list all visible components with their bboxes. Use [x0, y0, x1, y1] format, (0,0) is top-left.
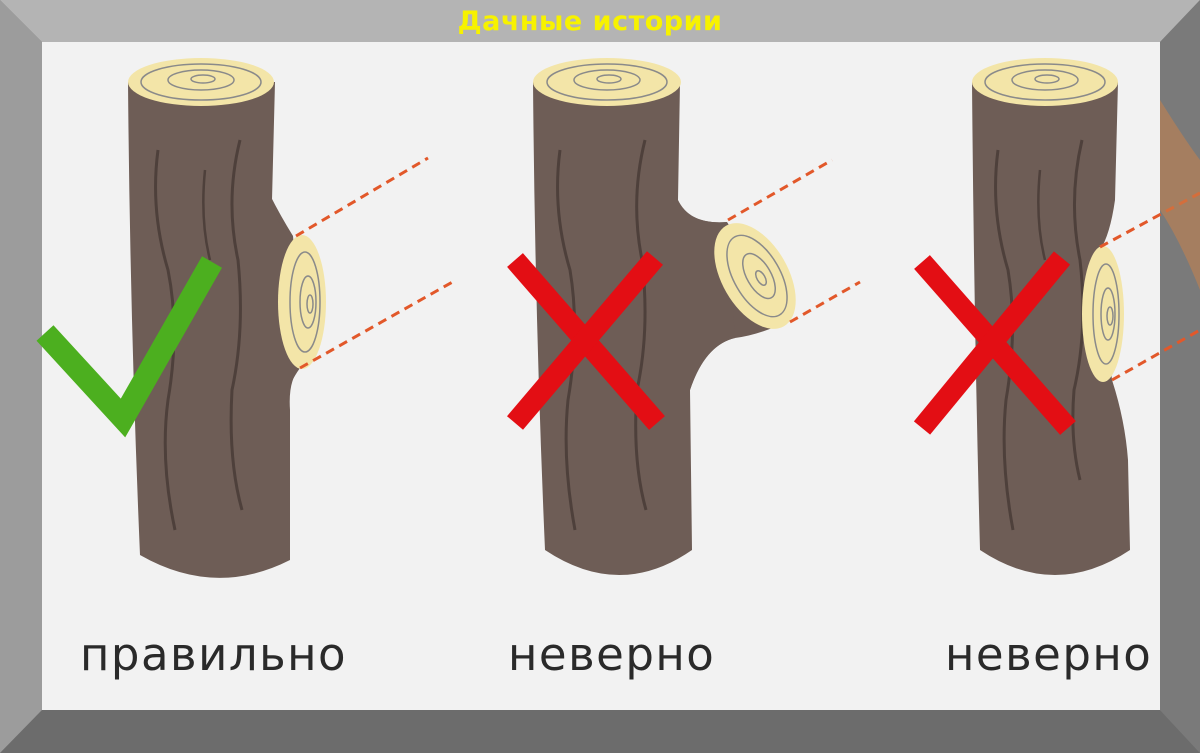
growth-ring	[140, 63, 262, 101]
growth-ring	[596, 74, 622, 84]
growth-ring	[754, 270, 768, 286]
guide-line	[727, 158, 833, 222]
growth-ring	[1092, 263, 1120, 365]
growth-ring	[289, 251, 321, 353]
side-cut	[1082, 246, 1124, 382]
cross-icon	[913, 251, 1076, 435]
trunk	[533, 82, 735, 575]
trunk	[128, 82, 300, 578]
label-correct: правильно	[80, 628, 348, 681]
corner-accent	[1160, 100, 1200, 290]
cross-icon	[506, 251, 665, 430]
log-wrong-flush-cut	[972, 58, 1200, 575]
bark-grain	[634, 139, 648, 511]
guide-line	[295, 156, 429, 238]
growth-ring	[306, 294, 314, 314]
growth-ring	[741, 252, 777, 300]
page-title: Дачные истории	[457, 6, 723, 37]
trunk	[972, 82, 1130, 575]
growth-ring	[1011, 69, 1079, 91]
growth-ring	[573, 69, 641, 91]
frame-bottom	[0, 710, 1200, 753]
bark-grain	[1037, 169, 1047, 261]
check-icon	[36, 256, 222, 438]
growth-ring	[546, 63, 668, 101]
top-cut	[972, 58, 1118, 106]
label-wrong: неверно	[945, 628, 1153, 681]
guide-line	[789, 280, 861, 324]
log-wrong-long-stub	[533, 58, 861, 575]
side-cut	[278, 235, 326, 369]
log-correct	[128, 58, 457, 578]
growth-ring	[190, 74, 216, 84]
frame-left	[0, 0, 42, 753]
growth-ring	[984, 63, 1106, 101]
growth-ring	[1034, 74, 1060, 84]
growth-ring	[1106, 306, 1114, 326]
frame-top	[0, 0, 1200, 42]
growth-ring	[299, 275, 317, 329]
bark-grain	[229, 139, 244, 511]
guide-line	[1111, 328, 1200, 382]
growth-ring	[167, 69, 235, 91]
top-cut	[533, 58, 681, 106]
bark-grain	[202, 169, 212, 261]
growth-ring	[1100, 287, 1116, 341]
label-wrong: неверно	[508, 628, 716, 681]
top-cut	[128, 58, 274, 106]
growth-ring	[726, 234, 788, 318]
side-cut	[714, 223, 796, 329]
